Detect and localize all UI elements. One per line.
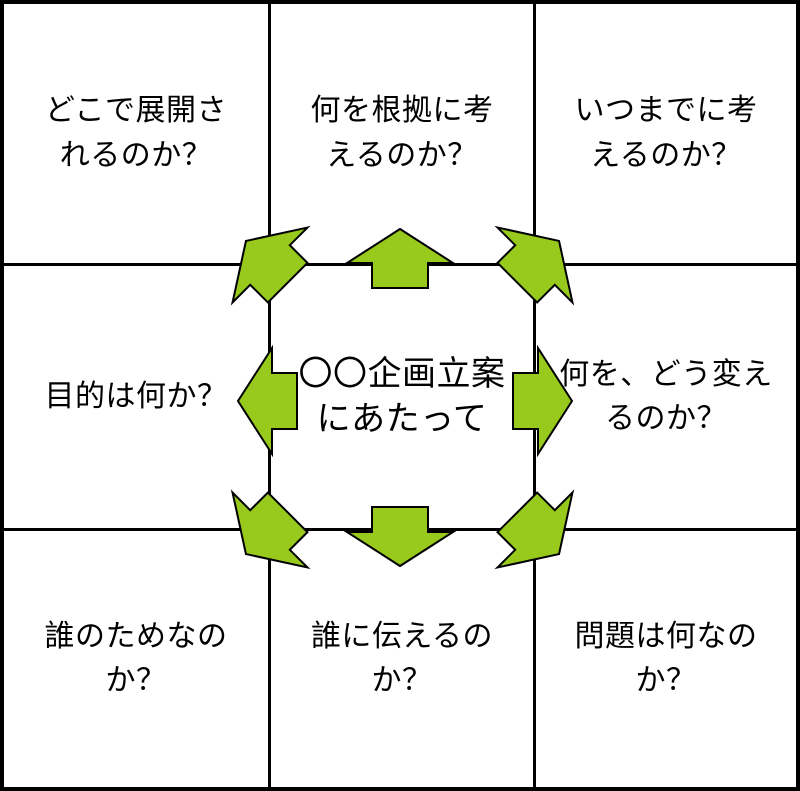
cell-bottom-left: 誰のためなの か？: [4, 531, 271, 787]
cell-center-text: 〇〇企画立案 にあたって: [298, 355, 506, 438]
cell-center: 〇〇企画立案 にあたって: [271, 266, 536, 531]
cell-top-right: いつまでに考 えるのか？: [536, 4, 796, 266]
cell-bottom-right: 問題は何なの か？: [536, 531, 796, 787]
cell-bottom-left-text: 誰のためなの か？: [44, 619, 228, 697]
cell-mid-left: 目的は何か？: [4, 266, 271, 531]
cell-mid-right: 何を、どう変え るのか？: [536, 266, 796, 531]
cell-bottom-right-text: 問題は何なの か？: [574, 619, 758, 697]
cell-top-right-text: いつまでに考 えるのか？: [574, 94, 758, 172]
cell-top-left-text: どこで展開さ れるのか？: [44, 94, 228, 172]
cell-mid-left-text: 目的は何か？: [44, 379, 228, 413]
cell-top-left: どこで展開さ れるのか？: [4, 4, 271, 266]
cell-bottom-center-text: 誰に伝えるの か？: [310, 619, 494, 697]
cell-bottom-center: 誰に伝えるの か？: [271, 531, 536, 787]
cell-top-center-text: 何を根拠に考 えるのか？: [310, 94, 494, 172]
cell-mid-right-text: 何を、どう変え るのか？: [559, 357, 773, 435]
cell-top-center: 何を根拠に考 えるのか？: [271, 4, 536, 266]
